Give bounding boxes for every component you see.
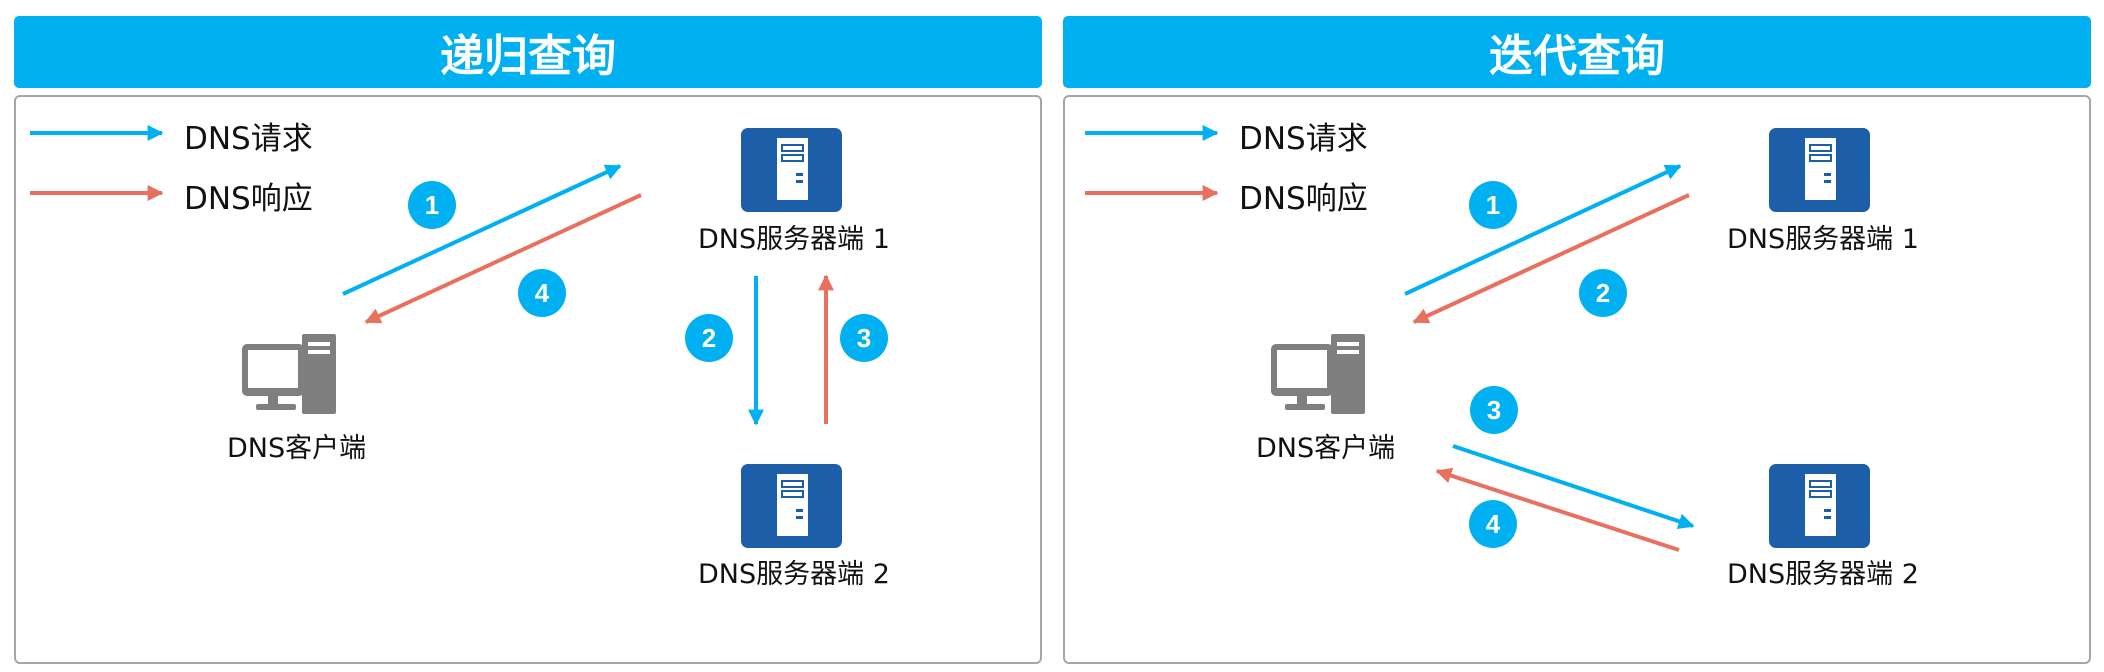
server-1-label: DNS服务器端 1 [1727,224,1919,255]
step-badge-3: 3 [840,314,888,362]
arrow-step-2-response [1412,193,1690,324]
arrow-step-1-request [1404,164,1682,296]
panel-body [14,95,1042,664]
svg-text:3: 3 [857,323,871,353]
arrow-step-4-response [364,193,642,324]
server-icon [741,464,842,548]
legend-response-label: DNS响应 [1239,181,1368,217]
arrow-step-3-request [1452,444,1695,530]
arrow-step-1-request [342,164,622,296]
panel-title: 递归查询 [14,16,1042,88]
step-badge-2: 2 [685,314,733,362]
recursive-diagram: 1 4 2 3 [30,125,888,548]
panel-body [1063,95,2091,664]
computer-icon [242,334,336,414]
server-icon [741,128,842,212]
panel-title: 迭代查询 [1063,16,2091,88]
iterative-diagram: 1 2 3 4 [1085,125,1870,552]
step-badge-3: 3 [1470,386,1518,434]
svg-text:2: 2 [702,323,716,353]
server-icon [1769,128,1870,212]
legend-request-label: DNS请求 [1239,121,1368,157]
step-badge-4: 4 [1469,500,1517,548]
step-badge-1: 1 [408,181,456,229]
legend-request-label: DNS请求 [184,121,313,157]
legend-response-label: DNS响应 [184,181,313,217]
iterative-query-panel: 迭代查询 1 2 3 [1063,16,2091,664]
svg-text:1: 1 [1486,190,1500,220]
step-badge-1: 1 [1469,181,1517,229]
recursive-query-panel: 递归查询 1 4 2 [14,16,1042,664]
step-badge-4: 4 [518,269,566,317]
svg-text:1: 1 [425,190,439,220]
server-2-label: DNS服务器端 2 [698,559,890,590]
svg-text:4: 4 [1486,509,1501,539]
svg-text:2: 2 [1596,278,1610,308]
step-badge-2: 2 [1579,269,1627,317]
server-icon [1769,464,1870,548]
server-2-label: DNS服务器端 2 [1727,559,1919,590]
arrow-step-4-response [1435,467,1680,552]
client-label: DNS客户端 [1256,433,1396,464]
client-label: DNS客户端 [227,433,367,464]
computer-icon [1271,334,1365,414]
svg-text:4: 4 [535,278,550,308]
server-1-label: DNS服务器端 1 [698,224,890,255]
svg-text:3: 3 [1487,395,1501,425]
